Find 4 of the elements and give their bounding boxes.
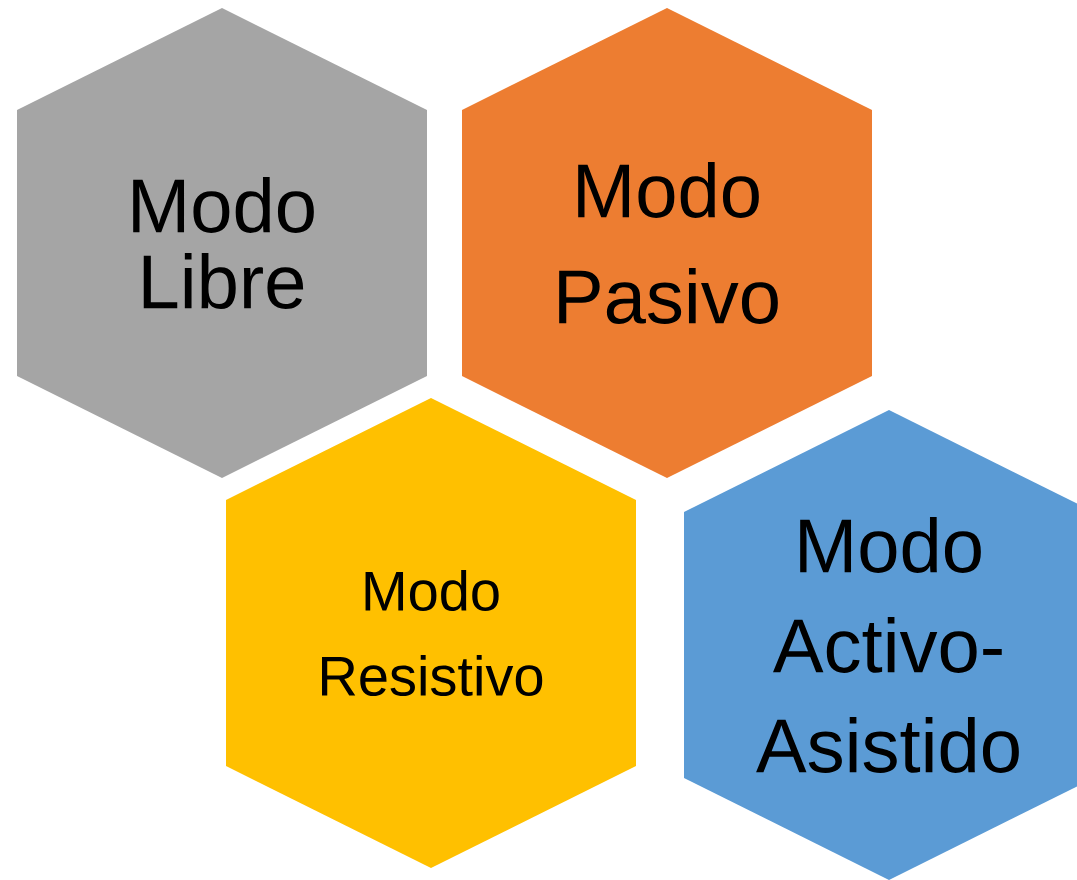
hexagon: Modo Activo- Asistido [684,410,1077,880]
hexagon: Modo Libre [17,8,427,478]
hexagon: Modo Resistivo [226,398,636,868]
hexagon: Modo Pasivo [462,8,872,478]
